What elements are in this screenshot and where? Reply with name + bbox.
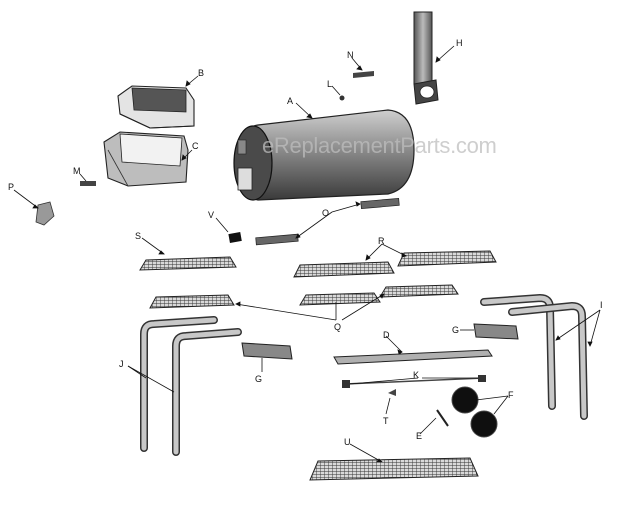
barrel-body <box>233 109 415 201</box>
firebox-body <box>103 131 189 187</box>
label-r: R <box>378 236 385 246</box>
leader-lines <box>13 45 601 463</box>
label-c: C <box>192 141 199 151</box>
axle <box>436 409 449 427</box>
label-f: F <box>508 390 514 400</box>
axle-rod <box>344 377 485 385</box>
wheels <box>451 386 498 438</box>
left-legs <box>140 316 242 456</box>
label-g-left: G <box>255 374 263 384</box>
label-l: L <box>327 79 333 89</box>
label-m: M <box>73 166 81 176</box>
watermark-text: eReplacementParts.com <box>262 133 497 158</box>
label-o: O <box>322 208 330 218</box>
label-u: U <box>344 437 351 447</box>
label-s: S <box>135 231 142 241</box>
label-a: A <box>287 96 294 106</box>
label-e: E <box>416 431 423 441</box>
small-hardware <box>35 71 400 396</box>
label-k: K <box>413 370 420 380</box>
label-v: V <box>208 210 215 220</box>
label-g-right: G <box>452 325 460 335</box>
right-legs <box>480 293 588 420</box>
bottom-shelf <box>333 349 493 365</box>
label-h: H <box>456 38 463 48</box>
side-panels <box>241 323 519 360</box>
smokestack <box>413 11 439 105</box>
label-p: P <box>8 182 15 192</box>
cooking-grates <box>139 250 497 481</box>
label-i: I <box>600 300 603 310</box>
firebox-lid <box>117 85 195 129</box>
label-d: D <box>383 330 390 340</box>
label-q: Q <box>334 322 342 332</box>
label-j: J <box>119 359 124 369</box>
label-n: N <box>347 50 354 60</box>
label-b: B <box>198 68 205 78</box>
label-t: T <box>383 416 389 426</box>
